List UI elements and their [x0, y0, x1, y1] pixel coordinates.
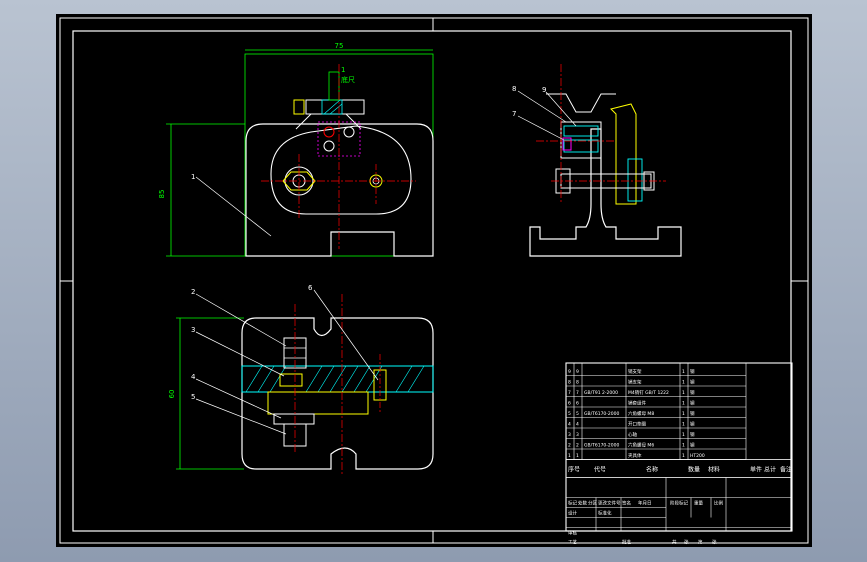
- bom-cell: 钢: [690, 442, 695, 449]
- bom-header-cell: 序号: [568, 466, 580, 474]
- bom-cell: 8: [576, 380, 579, 386]
- bom-cell: 1: [682, 380, 685, 386]
- section-dim-left: 60: [168, 390, 176, 399]
- bom-cell: 六角螺母 M8: [628, 410, 654, 417]
- section-leader-4: 4: [191, 373, 196, 381]
- title-block-label: 标记: [568, 500, 577, 507]
- title-block-label: 年月日: [638, 500, 652, 507]
- bom-cell: 1: [682, 453, 685, 459]
- bom-cell: 1: [682, 411, 685, 417]
- front-dim-left: 85: [158, 190, 166, 199]
- bom-cell: 9: [576, 369, 579, 375]
- title-block-label: 张: [712, 539, 717, 546]
- bom-header-cell: 名称: [646, 466, 658, 474]
- bom-cell: 5: [568, 411, 571, 417]
- bom-cell: 钢: [690, 379, 695, 386]
- front-base-body: [245, 123, 434, 257]
- front-view: 75 85 1 底尺: [158, 42, 434, 257]
- bom-cell: 1: [682, 390, 685, 396]
- bom-cell: 销支架: [628, 379, 642, 386]
- bom-cell: 1: [682, 401, 685, 407]
- title-block-label: 比例: [714, 500, 723, 507]
- bom-cell: 钢: [690, 368, 695, 375]
- title-block-label: 工艺: [568, 540, 577, 546]
- front-note-a: 1: [341, 66, 345, 74]
- title-block-label: 审核: [568, 530, 577, 537]
- front-leader-1: 1: [191, 173, 195, 181]
- bom-cell: 钢: [690, 410, 695, 417]
- side-leader-7: 7: [512, 110, 516, 118]
- title-block-label: 签名: [622, 500, 631, 507]
- bom-cell: 4: [576, 422, 579, 428]
- title-block-label: 张: [684, 539, 689, 546]
- bom-cell: M4销钉 GB/T 1222: [628, 389, 669, 396]
- title-block-label: 阶段标记: [670, 500, 688, 507]
- bom-cell: 1: [568, 453, 571, 459]
- bom-cell: 3: [568, 432, 571, 438]
- bom-cell: 销支架: [628, 368, 642, 375]
- title-block-label: 更改文件号: [598, 500, 621, 507]
- bom-cell: 7: [576, 390, 579, 396]
- bom-cell: GB/T91 2-2000: [584, 390, 618, 396]
- bom-cell: GB/T6170-2000: [584, 443, 620, 449]
- bom-header-cell: 备注: [780, 466, 792, 474]
- bom-cell: 心轴: [628, 431, 637, 438]
- title-block-label: 重量: [694, 500, 703, 507]
- bom-cell: 钢: [690, 431, 695, 438]
- outer-border: [59, 17, 809, 544]
- bom-cell: 1: [576, 453, 579, 459]
- section-leader-5: 5: [191, 393, 195, 401]
- bom-header-cell: 材料: [708, 466, 720, 474]
- bom-header-cell: 代号: [594, 466, 606, 474]
- bom-cell: GB/T6170-2000: [584, 411, 620, 417]
- title-block-label: 分区: [588, 500, 597, 507]
- bom-cell: 8: [568, 380, 571, 386]
- side-view: 8 9 7: [512, 64, 682, 257]
- title-block-label: 标准化: [598, 510, 612, 517]
- bom-cell: 1: [682, 432, 685, 438]
- bom-cell: 2: [568, 443, 571, 449]
- bom-header-cell: 数量: [688, 466, 700, 474]
- bom-cell: 1: [682, 443, 685, 449]
- bom-cell: 6: [576, 401, 579, 407]
- title-block-label: 设计: [568, 510, 577, 517]
- bom-cell: 3: [576, 432, 579, 438]
- side-base: [529, 128, 682, 257]
- bom-cell: 2: [576, 443, 579, 449]
- bom-cell: 开口垫圈: [628, 421, 646, 428]
- title-block-label: 第: [698, 539, 703, 546]
- cad-drawing: 75 85 1 底尺: [59, 17, 809, 546]
- title-block: 标记处数分区更改文件号签名年月日设计标准化阶段标记重量比例审核工艺批准共张第张: [566, 477, 792, 546]
- bom-cell: 钢: [690, 400, 695, 407]
- bom-cell: 4: [568, 422, 571, 428]
- bom-cell: 六角螺母 M6: [628, 442, 654, 449]
- bom-cell: 1: [682, 369, 685, 375]
- section-leader-3: 3: [191, 326, 195, 334]
- section-body: [241, 317, 434, 470]
- section-leader-6: 6: [308, 284, 313, 292]
- title-block-label: 批准: [622, 539, 631, 546]
- front-dim-top: 75: [335, 42, 344, 50]
- bom-cell: 9: [568, 369, 571, 375]
- bom-cell: 夹具体: [628, 452, 642, 459]
- title-block-label: 处数: [578, 500, 587, 507]
- bom-cell: 7: [568, 390, 571, 396]
- section-leader-2: 2: [191, 288, 195, 296]
- bom-header-cell: 总计: [764, 466, 776, 474]
- front-note-b: 底尺: [341, 75, 355, 84]
- section-view: 60: [168, 284, 434, 474]
- bom-cell: 钢: [690, 421, 695, 428]
- bom-cell: HT200: [690, 453, 705, 459]
- drawing-canvas[interactable]: 75 85 1 底尺: [56, 14, 812, 547]
- bom-cell: 1: [682, 422, 685, 428]
- bom-cell: 6: [568, 401, 571, 407]
- side-leader-9: 9: [542, 86, 546, 94]
- title-block-label: 共: [672, 539, 677, 546]
- bom-cell: 5: [576, 411, 579, 417]
- bom-cell: 销套组件: [628, 400, 646, 407]
- side-leader-8: 8: [512, 85, 516, 93]
- bom-cell: 钢: [690, 389, 695, 396]
- bom-header-cell: 单件: [750, 466, 762, 474]
